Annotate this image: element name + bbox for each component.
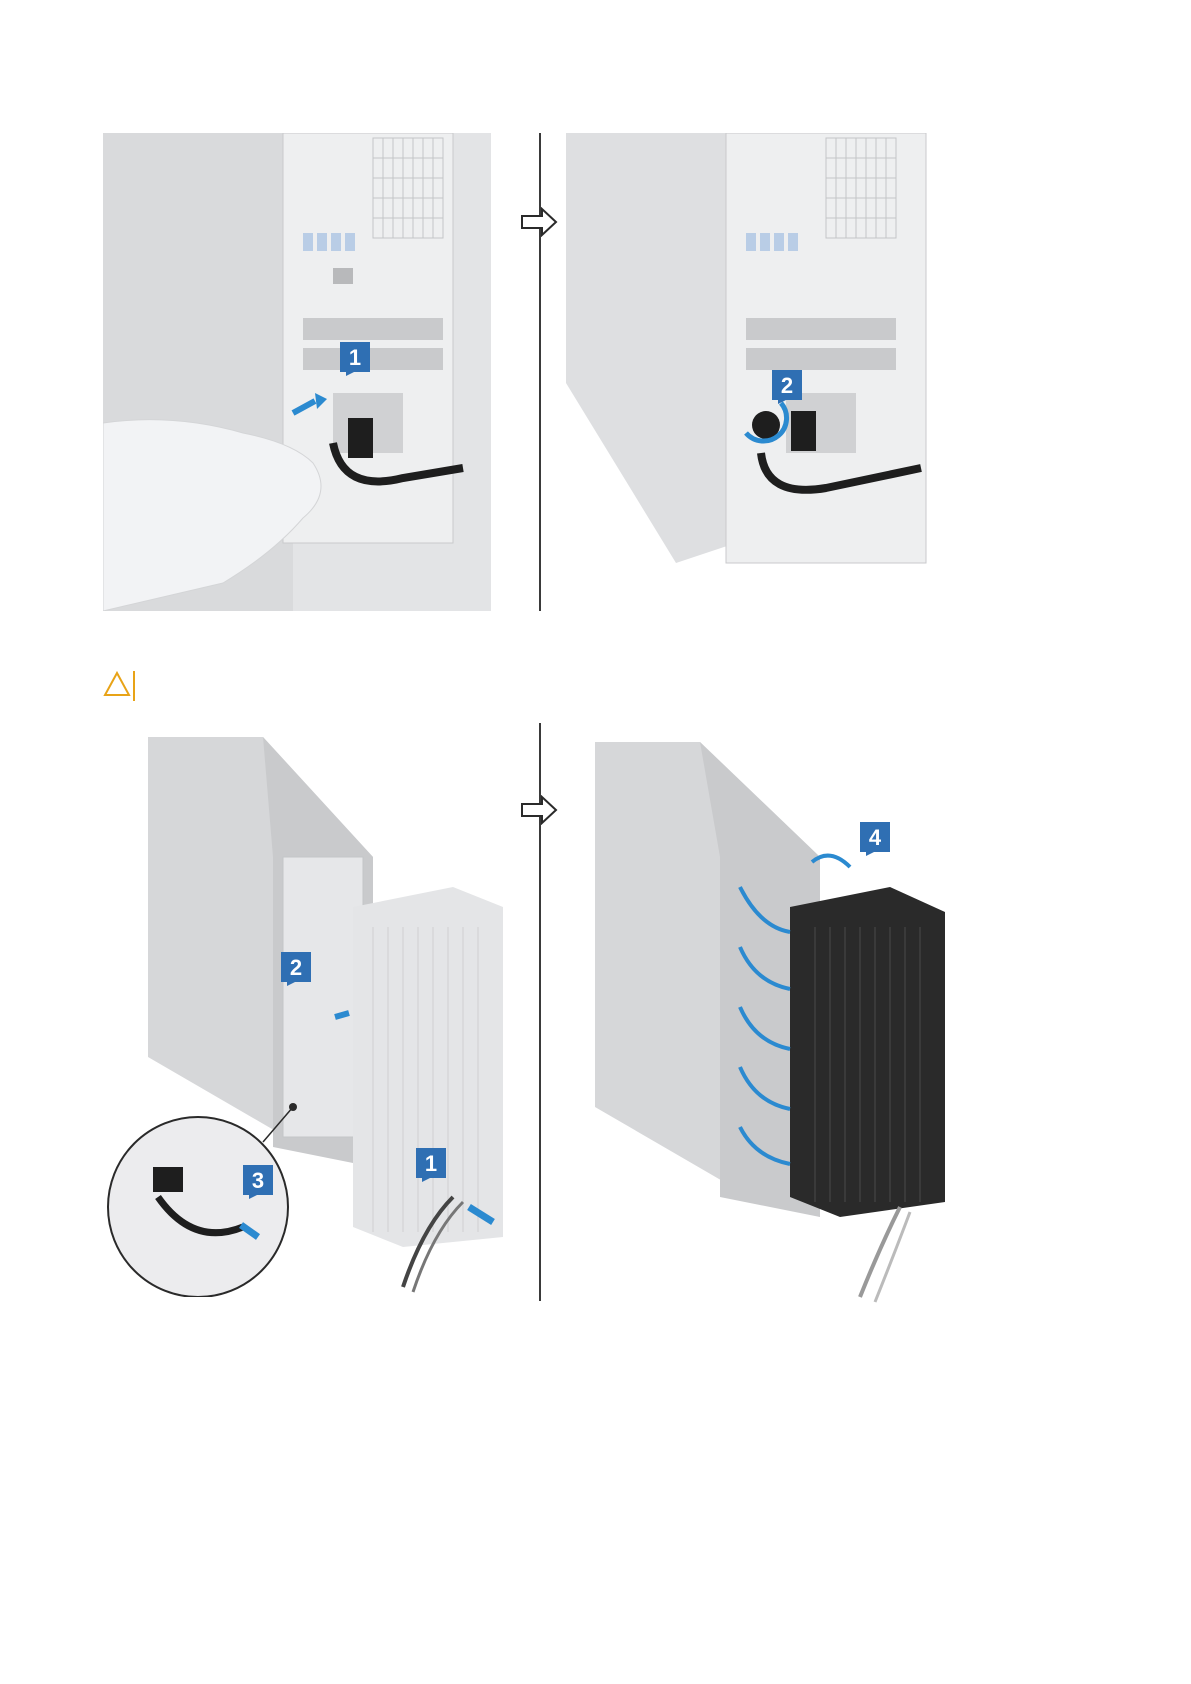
figure2-arrow-right-icon	[520, 795, 560, 825]
figure2-callout-3-badge: 3	[243, 1165, 273, 1199]
figure1-left-image	[103, 133, 491, 611]
figure1-right-callout: 2	[781, 373, 793, 398]
figure1-divider	[539, 133, 541, 611]
figure2-left-image	[103, 727, 513, 1297]
figure1-left-callout-badge: 1	[340, 342, 370, 376]
figure1-right-callout-badge: 2	[772, 370, 802, 404]
figure1-right-image	[566, 133, 936, 568]
figure1-arrow-right-icon	[520, 207, 560, 237]
figure2-callout-1: 1	[425, 1151, 437, 1176]
figure2-callout-4-badge: 4	[860, 822, 890, 856]
figure2-callout-1-badge: 1	[416, 1148, 446, 1182]
figure2-callout-3: 3	[252, 1168, 264, 1193]
figure1-left-callout: 1	[349, 345, 361, 370]
caution-triangle-icon	[103, 669, 143, 705]
figure2-callout-4: 4	[869, 825, 882, 850]
figure2-callout-2: 2	[290, 955, 302, 980]
figure2-callout-2-badge: 2	[281, 952, 311, 986]
figure2-right-image	[590, 727, 960, 1307]
